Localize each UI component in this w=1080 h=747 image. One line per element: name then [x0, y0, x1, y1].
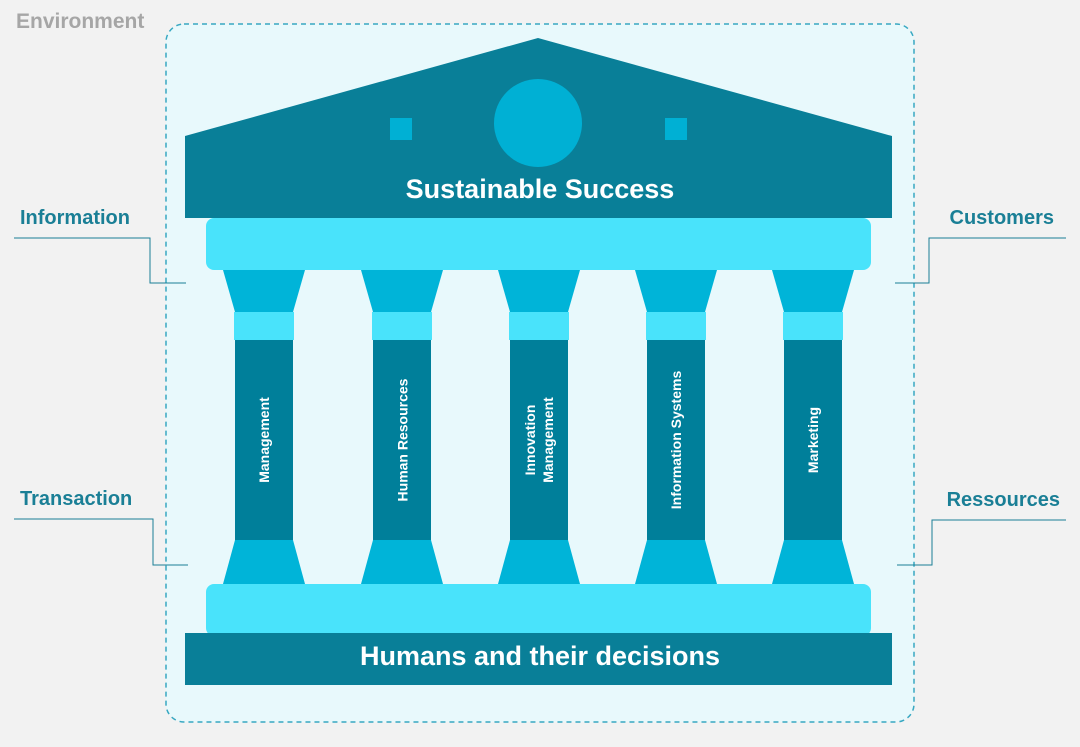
side-label-customers: Customers	[949, 207, 1054, 229]
column-foot	[772, 540, 854, 584]
pillar-label-text: Management	[256, 397, 273, 483]
roof-title: Sustainable Success	[405, 174, 675, 204]
roof-circle-ornament	[494, 79, 582, 167]
column-capital	[223, 270, 305, 312]
column-shaft	[373, 340, 431, 540]
pillar-label-information-systems: Information Systems	[647, 340, 705, 540]
column-neck	[509, 312, 569, 340]
column-capital	[772, 270, 854, 312]
column-neck	[646, 312, 706, 340]
pillar-label-marketing: Marketing	[784, 340, 842, 540]
column-foot	[361, 540, 443, 584]
architrave	[206, 218, 871, 270]
column-foot	[223, 540, 305, 584]
side-label-ressources: Ressources	[946, 489, 1060, 511]
base-title: Humans and their decisions	[359, 641, 721, 671]
side-label-information: Information	[20, 207, 130, 229]
column-neck	[372, 312, 432, 340]
roof-entablature	[185, 136, 892, 218]
pillar-label-text: Human Resources	[394, 378, 410, 502]
connector-ressources	[897, 519, 1066, 566]
connector-transaction	[14, 518, 188, 566]
foundation-bar	[185, 633, 892, 685]
column-shaft	[784, 340, 842, 540]
stylobate	[206, 584, 871, 636]
pillar-label-text: Information Systems	[668, 370, 685, 510]
environment-label: Environment	[16, 10, 145, 33]
column-capital	[635, 270, 717, 312]
column-neck	[783, 312, 843, 340]
column-shaft	[235, 340, 293, 540]
column-capital	[361, 270, 443, 312]
connector-information	[14, 237, 186, 284]
roof-window-left	[390, 118, 412, 140]
side-label-transaction: Transaction	[20, 488, 133, 510]
pillar-label-text: Innovation Management	[522, 397, 557, 483]
column-shaft	[647, 340, 705, 540]
column-shaft	[510, 340, 568, 540]
pillar-label-human-resources: Human Resources	[373, 340, 431, 540]
column-capital	[498, 270, 580, 312]
column-foot	[498, 540, 580, 584]
pillar-label-innovation-management: Innovation Management	[510, 340, 568, 540]
pillar-label-management: Management	[235, 340, 293, 540]
columns-group	[223, 270, 854, 584]
column-foot	[635, 540, 717, 584]
roof-window-right	[665, 118, 687, 140]
pillar-label-text: Marketing	[805, 406, 821, 474]
connector-customers	[895, 237, 1066, 284]
column-neck	[234, 312, 294, 340]
